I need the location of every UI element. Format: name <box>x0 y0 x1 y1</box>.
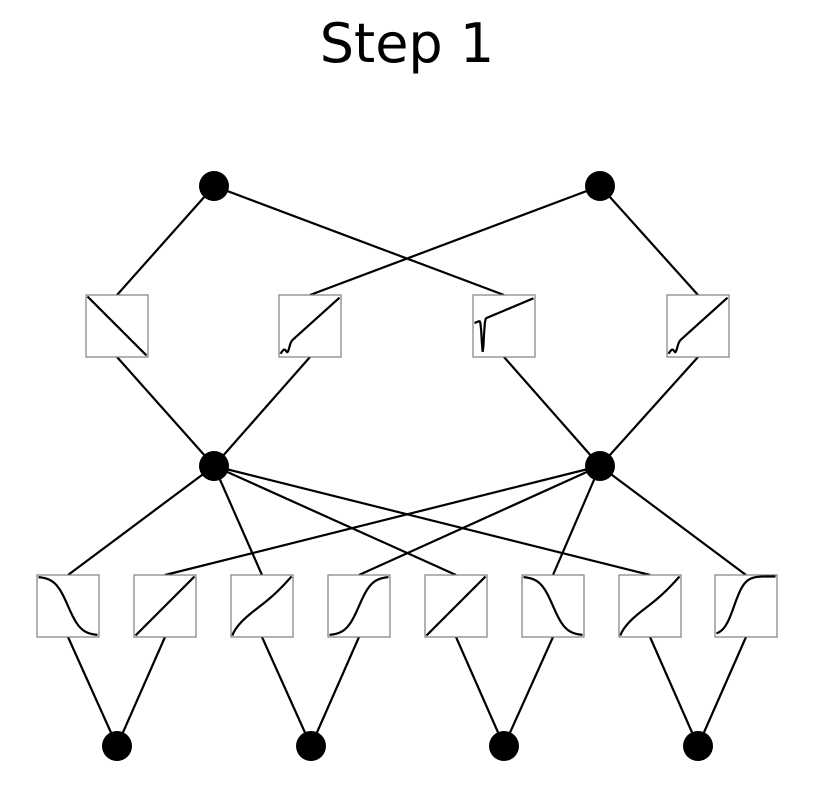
activation-box-lower-0 <box>36 574 100 638</box>
node-output-1 <box>585 171 615 201</box>
activation-box-lower-4-edge-upper <box>213 464 457 577</box>
activation-box-upper-3-edge-upper <box>599 185 699 296</box>
node-hidden-1 <box>585 451 615 481</box>
diagram-title: Step 1 <box>319 12 495 75</box>
activation-box-upper-0-edge-lower <box>116 356 215 467</box>
node-input-1 <box>296 731 326 761</box>
activation-box-lower-7-edge-upper <box>599 465 747 576</box>
activation-box-upper-3 <box>666 294 730 358</box>
activation-box-lower-2-curve <box>231 575 293 636</box>
activation-box-lower-3-curve <box>329 576 389 636</box>
activation-box-lower-4 <box>424 574 488 638</box>
activation-box-upper-2-edge-lower <box>503 356 601 467</box>
activation-box-upper-0 <box>85 294 149 358</box>
activation-box-lower-5-curve <box>523 576 583 636</box>
activation-box-lower-1 <box>133 574 197 638</box>
activation-box-lower-7-curve <box>716 575 776 635</box>
node-hidden-0 <box>199 451 229 481</box>
activation-box-upper-0-edge-upper <box>116 185 215 296</box>
activation-box-upper-2-curve <box>474 297 534 352</box>
node-input-2 <box>489 731 519 761</box>
activation-box-lower-3-edge-upper <box>358 464 601 577</box>
activation-box-upper-2 <box>472 294 536 358</box>
activation-box-lower-1-edge-upper <box>164 464 601 577</box>
activation-box-lower-6 <box>618 574 682 638</box>
node-input-3 <box>683 731 713 761</box>
activation-box-upper-0-curve <box>86 295 148 357</box>
activation-box-lower-3-edge-lower <box>309 636 361 747</box>
nodes-layer <box>102 171 713 761</box>
edges-layer <box>66 184 748 747</box>
activation-box-upper-3-curve <box>667 296 729 355</box>
activation-box-upper-1-edge-lower <box>213 356 311 467</box>
activation-box-lower-2-edge-upper <box>212 465 264 576</box>
activation-box-lower-6-edge-upper <box>213 464 651 577</box>
node-input-0 <box>102 731 132 761</box>
activation-box-upper-1 <box>278 294 342 358</box>
activation-box-lower-2 <box>230 574 294 638</box>
activation-boxes-layer <box>36 294 778 638</box>
activation-box-lower-1-curve <box>134 575 196 637</box>
activation-box-upper-2-edge-upper <box>213 184 505 297</box>
activation-box-upper-3-edge-lower <box>599 356 699 467</box>
activation-box-lower-0-edge-lower <box>66 636 119 747</box>
activation-box-lower-1-edge-lower <box>115 636 167 747</box>
activation-box-upper-1-curve <box>279 296 341 355</box>
activation-box-lower-7 <box>714 574 778 638</box>
activation-box-lower-6-edge-lower <box>648 636 700 747</box>
node-output-0 <box>199 171 229 201</box>
activation-box-lower-0-curve <box>38 576 98 636</box>
activation-box-lower-7-edge-lower <box>696 636 748 747</box>
activation-box-lower-4-edge-lower <box>454 636 506 747</box>
activation-box-upper-1-edge-upper <box>309 184 601 297</box>
activation-box-lower-5-edge-lower <box>502 636 555 747</box>
activation-box-lower-0-edge-upper <box>67 465 215 576</box>
activation-box-lower-6-curve <box>619 575 681 636</box>
activation-box-lower-4-curve <box>425 575 487 637</box>
activation-box-lower-2-edge-lower <box>260 636 313 747</box>
activation-box-lower-5 <box>521 574 585 638</box>
activation-box-lower-3 <box>327 574 391 638</box>
activation-box-lower-5-edge-upper <box>551 465 602 576</box>
